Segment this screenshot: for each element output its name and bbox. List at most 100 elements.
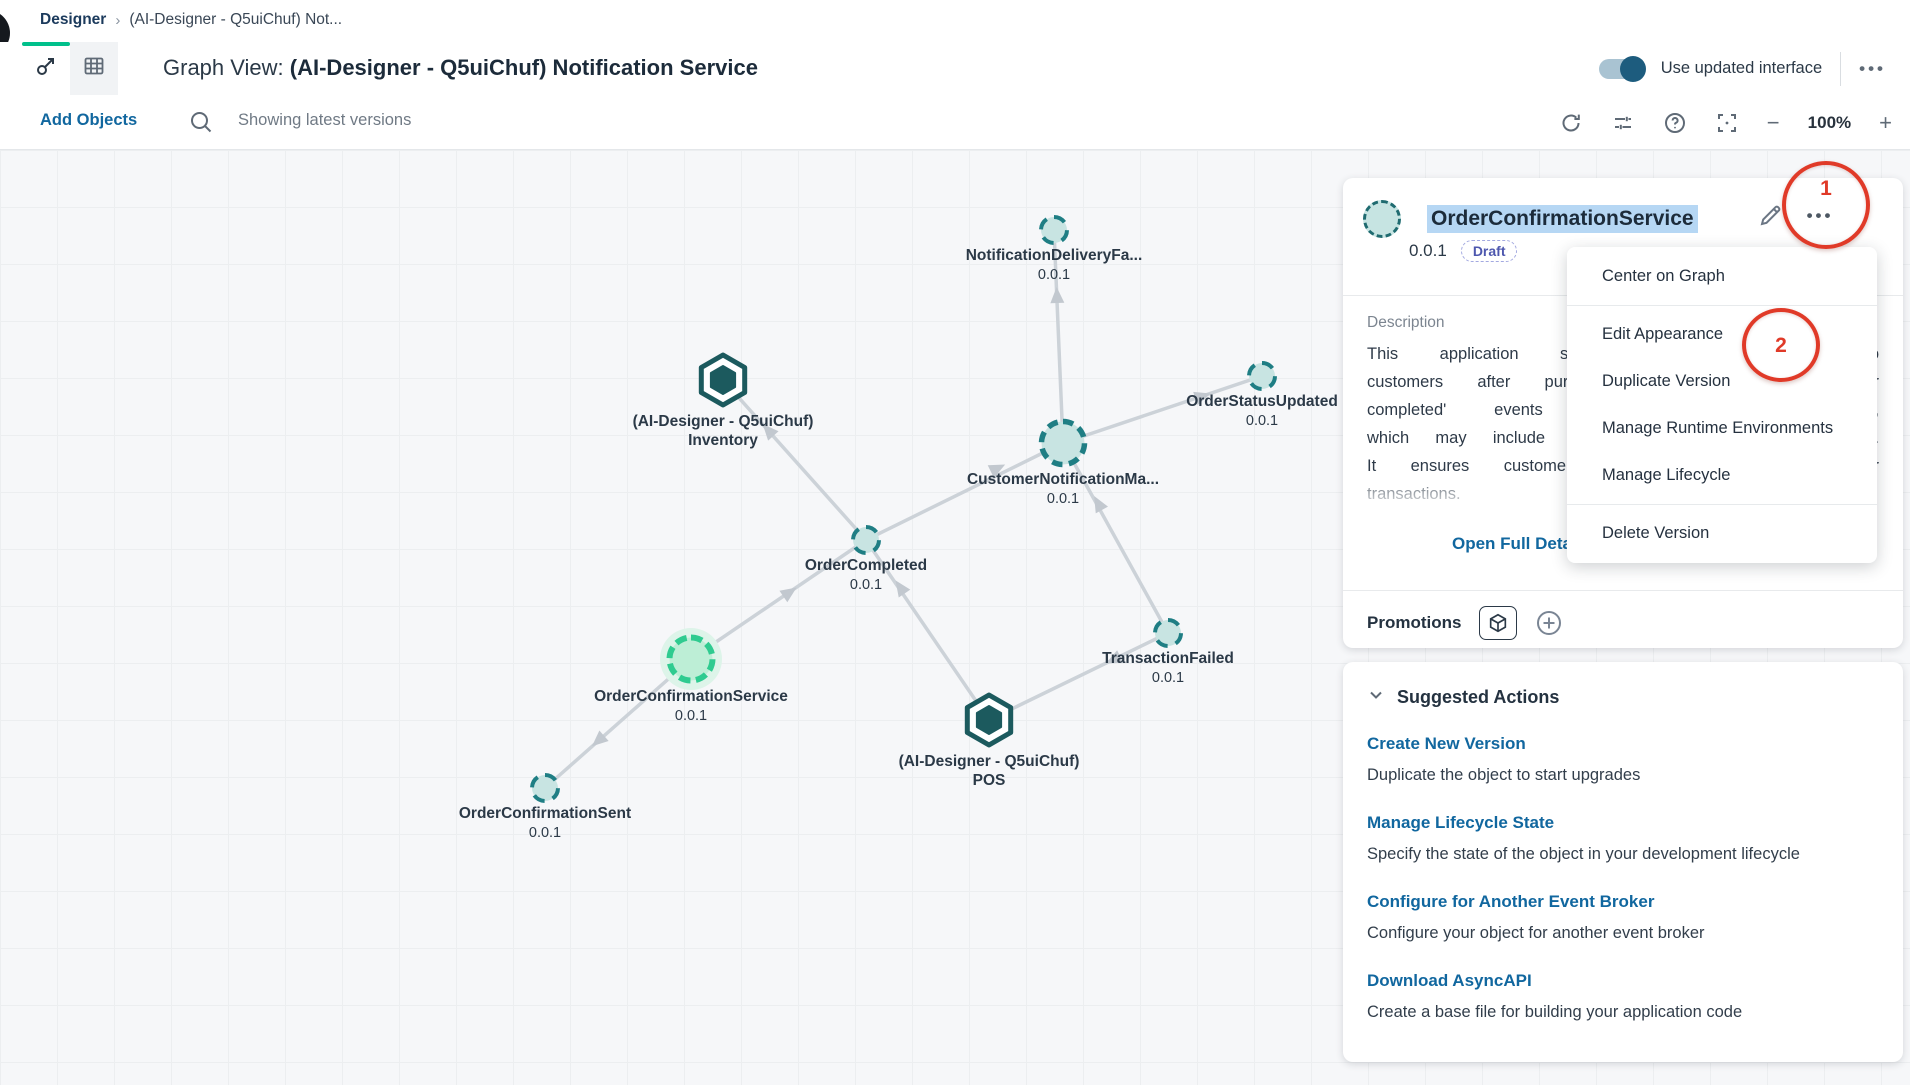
object-title[interactable]: OrderConfirmationService (1427, 205, 1698, 233)
graph-edge (690, 538, 867, 661)
node-label: OrderCompleted (805, 557, 927, 574)
breadcrumb-current: (AI-Designer - Q5uiChuf) Not... (129, 11, 343, 28)
chevron-down-icon (1367, 686, 1385, 709)
action-link-manage-lifecycle-state[interactable]: Manage Lifecycle State (1367, 813, 1555, 832)
action-link-configure-for-another-event-broker[interactable]: Configure for Another Event Broker (1367, 892, 1655, 911)
breadcrumb-bar: Designer › (AI-Designer - Q5uiChuf) Not.… (0, 0, 1910, 56)
help-icon[interactable] (1663, 111, 1687, 135)
node-version: 0.0.1 (1152, 670, 1184, 686)
graph-edge (1061, 442, 1170, 634)
application-hexagon-core (975, 705, 1003, 735)
action-description: Specify the state of the object in your … (1367, 845, 1800, 863)
menu-item-manage-lifecycle[interactable]: Manage Lifecycle (1602, 466, 1731, 484)
tab-list-view[interactable] (70, 42, 118, 95)
graph-edge (988, 631, 1169, 722)
updated-interface-toggle[interactable] (1598, 55, 1646, 82)
panel-header: OrderConfirmationService (1363, 200, 1698, 238)
node-label: Inventory (688, 432, 758, 449)
runtime-environment-button[interactable] (1479, 606, 1518, 640)
event-node-icon (1363, 200, 1401, 238)
draft-status-badge: Draft (1460, 240, 1518, 262)
zoom-in-button[interactable]: + (1879, 109, 1892, 135)
edge-arrow-icon (895, 580, 911, 598)
avatar[interactable] (0, 10, 10, 56)
graph-toolbar: Add Objects Showing latest versions (0, 95, 1910, 150)
node-label: OrderConfirmationSent (459, 805, 631, 822)
add-promotion-icon[interactable] (1535, 609, 1563, 637)
version-row: 0.0.1 Draft (1409, 240, 1518, 262)
graph-view-icon (34, 54, 58, 83)
action-link-create-new-version[interactable]: Create New Version (1367, 734, 1526, 753)
node-version: 0.0.1 (1246, 413, 1278, 429)
event-circle-icon (530, 773, 560, 803)
header-more-menu-icon[interactable]: ••• (1859, 58, 1886, 78)
action-description: Create a base file for building your app… (1367, 1003, 1743, 1021)
graph-node-pos[interactable]: (AI-Designer - Q5uiChuf)POS (899, 692, 1080, 789)
object-more-menu-icon[interactable]: ••• (1806, 206, 1834, 225)
search-icon[interactable] (186, 107, 216, 137)
graph-edge (543, 657, 693, 790)
suggested-actions-header[interactable]: Suggested Actions (1367, 686, 1879, 709)
title-bar: Graph View: (AI-Designer - Q5uiChuf) Not… (0, 42, 1910, 95)
edge-arrow-icon (762, 424, 779, 441)
zoom-out-button[interactable]: − (1766, 109, 1780, 135)
zoom-level: 100% (1807, 112, 1852, 132)
graph-svg: NotificationDeliveryFa... 0.0.1 (AI-Design… (459, 215, 1338, 841)
edit-name-pencil-icon[interactable] (1758, 202, 1784, 228)
list-view-icon (82, 54, 106, 83)
edge-arrow-icon (779, 587, 797, 603)
add-objects-button[interactable]: Add Objects (40, 111, 138, 129)
edge-arrow-icon (1105, 650, 1124, 664)
menu-item-duplicate-version[interactable]: Duplicate Version (1602, 372, 1731, 390)
graph-node-notification-delivery-failed[interactable]: NotificationDeliveryFa... 0.0.1 (966, 215, 1143, 283)
menu-item-manage-runtime-environments[interactable]: Manage Runtime Environments (1602, 419, 1834, 437)
node-version: 0.0.1 (1038, 267, 1070, 283)
display-settings-icon[interactable] (1611, 111, 1635, 135)
refresh-icon[interactable] (1559, 111, 1583, 135)
node-version: 0.0.1 (675, 708, 707, 724)
menu-item-delete-version[interactable]: Delete Version (1602, 524, 1710, 542)
toggle-knob (1619, 55, 1646, 82)
event-circle-icon (1038, 418, 1088, 468)
edge-arrow-icon (1193, 391, 1211, 406)
divider (1840, 51, 1842, 86)
fit-to-screen-icon[interactable] (1715, 111, 1739, 135)
menu-divider (1567, 504, 1877, 505)
action-description: Duplicate the object to start upgrades (1367, 766, 1641, 784)
promotions-label: Promotions (1367, 613, 1462, 632)
event-circle-icon (1247, 361, 1277, 391)
node-label: NotificationDeliveryFa... (966, 247, 1143, 264)
graph-node-order-status-updated[interactable]: OrderStatusUpdated 0.0.1 (1186, 361, 1338, 429)
menu-item-center-on-graph[interactable]: Center on Graph (1602, 267, 1725, 285)
toolbar-right-controls: − 100% + (1559, 95, 1892, 150)
page-title-prefix: Graph View: (163, 55, 284, 80)
divider (1343, 590, 1903, 591)
graph-node-inventory[interactable]: (AI-Designer - Q5uiChuf)Inventory (633, 352, 814, 449)
tab-graph-view[interactable] (22, 42, 70, 95)
graph-edge (1062, 374, 1263, 445)
node-version: 0.0.1 (1047, 491, 1079, 507)
description-label: Description (1367, 314, 1445, 331)
node-label: OrderStatusUpdated (1186, 393, 1338, 410)
open-full-details-link[interactable]: Open Full Details (1452, 534, 1591, 553)
promotions-row: Promotions (1367, 606, 1563, 640)
edge-arrow-icon (1094, 495, 1108, 514)
action-link-download-asyncapi[interactable]: Download AsyncAPI (1367, 971, 1532, 990)
menu-item-edit-appearance[interactable]: Edit Appearance (1602, 325, 1724, 343)
graph-edge (864, 539, 991, 721)
graph-node-customer-notification-manager[interactable]: CustomerNotificationMa...0.0.1 (967, 418, 1159, 508)
suggested-actions-title: Suggested Actions (1397, 687, 1560, 707)
version-number: 0.0.1 (1409, 241, 1447, 260)
version-filter-status: Showing latest versions (238, 111, 412, 129)
graph-edge (1052, 229, 1065, 444)
breadcrumb-designer[interactable]: Designer (40, 11, 107, 28)
